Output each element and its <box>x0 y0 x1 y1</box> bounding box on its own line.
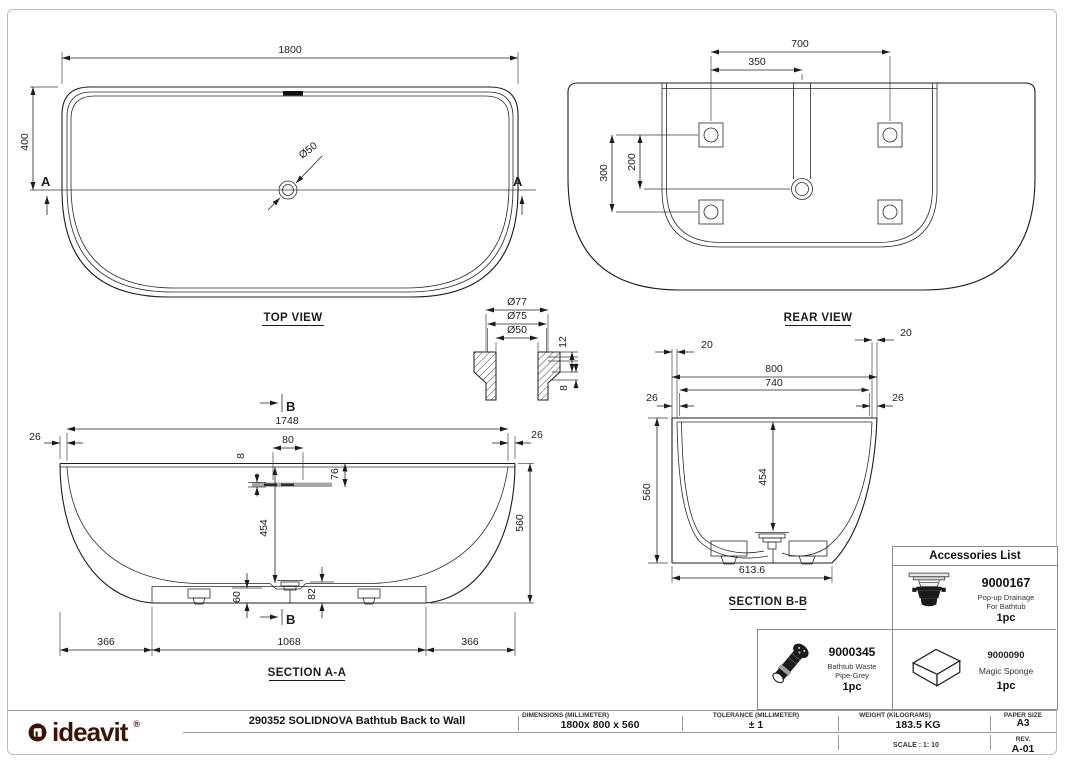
dim-label: 740 <box>765 377 783 389</box>
dim-label: 26 <box>29 431 41 443</box>
accessories-divider <box>892 629 1056 630</box>
titleblock-divider <box>990 735 991 750</box>
dim-label: 8 <box>558 385 570 391</box>
titleblock-divider <box>682 716 683 731</box>
dim-label: Ø50 <box>297 140 320 162</box>
popup-drain-icon <box>908 572 950 607</box>
accessory-code: 9000090 <box>987 650 1025 661</box>
dim-label: 26 <box>646 392 658 404</box>
drain-detail-drawing: Ø77 Ø75 Ø50 12 8 <box>473 296 579 401</box>
dim-label: 80 <box>282 434 294 446</box>
accessory-name: Magic Sponge <box>978 666 1034 676</box>
section-bb-drawing: 20 20 800 740 26 26 <box>641 327 912 610</box>
drain-fitting <box>755 532 789 563</box>
view-title: SECTION A-A <box>268 667 347 679</box>
accessory-code: 9000167 <box>981 576 1031 590</box>
brand-logo: ideavit ® <box>28 717 141 747</box>
logo-mark-icon <box>28 723 47 741</box>
rear-view-drawing: 700 350 300 200 REAR VIEW <box>567 38 1036 326</box>
dimensions-label: DIMENSIONS (MILLIMETER) <box>522 712 610 719</box>
paper-size-label: PAPER SIZE <box>1003 712 1043 719</box>
titleblock-divider <box>838 735 839 750</box>
accessory-code: 9000345 <box>828 645 876 659</box>
accessory-name: For Bathtub <box>986 602 1026 611</box>
dim-label: 613.6 <box>739 564 765 576</box>
dim-label: 1068 <box>277 636 301 648</box>
dim-label: 366 <box>461 636 479 648</box>
dim-label: 26 <box>892 392 904 404</box>
accessory-name: Bathtub Waste <box>827 662 877 671</box>
dim-label: Ø75 <box>507 310 527 322</box>
accessory-name: Pipe-Grey <box>835 671 869 680</box>
mounting-feet <box>698 122 903 225</box>
tolerance-value: ± 1 <box>748 719 764 731</box>
logo-registered-mark: ® <box>133 719 141 729</box>
weight-value: 183.5 KG <box>895 719 941 731</box>
rev-value: A-01 <box>1011 743 1035 755</box>
overflow-notch <box>283 91 303 96</box>
dim-label: 800 <box>765 363 783 375</box>
rev-label: REV. <box>1015 736 1031 743</box>
accessory-qty: 1pc <box>996 612 1016 624</box>
tolerance-label: TOLERANCE (MILLIMETER) <box>712 712 800 719</box>
waste-pipe-icon <box>772 643 809 684</box>
dim-label: 12 <box>557 336 569 348</box>
titleblock-divider <box>518 716 519 731</box>
sponge-icon <box>911 648 962 687</box>
dimensions-value: 1800x 800 x 560 <box>560 719 640 731</box>
dim-label: 366 <box>97 636 115 648</box>
view-title: REAR VIEW <box>784 312 853 324</box>
dim-label: Ø50 <box>507 324 527 336</box>
drawing-title: 290352 SOLIDNOVA Bathtub Back to Wall <box>248 715 466 727</box>
dim-label: 20 <box>701 339 713 351</box>
paper-size-value: A3 <box>1016 718 1030 729</box>
dim-label: 1748 <box>275 415 299 427</box>
dim-label: 400 <box>19 133 31 151</box>
dim-label: Ø77 <box>507 296 527 308</box>
titleblock-mid-line <box>183 732 1056 733</box>
sheet-border <box>7 9 1057 755</box>
dim-label: 300 <box>598 164 610 182</box>
dim-label: 20 <box>900 327 912 339</box>
adjustable-feet <box>710 540 828 565</box>
titleblock-divider <box>838 716 839 731</box>
dim-label: 60 <box>231 591 243 603</box>
dim-label: 26 <box>531 429 543 441</box>
accessory-qty: 1pc <box>996 680 1016 692</box>
top-view-drawing: Ø50 1800 400 A A TOP VIEW <box>19 44 536 326</box>
dim-label: 1800 <box>278 44 302 56</box>
titleblock-top-line <box>8 710 1057 711</box>
dim-label: 200 <box>626 153 638 171</box>
accessory-qty: 1pc <box>842 681 862 693</box>
dim-label: 454 <box>757 468 769 486</box>
dim-label: 700 <box>791 38 809 50</box>
section-marker-a: A <box>41 174 51 189</box>
titleblock-divider <box>990 716 991 731</box>
accessory-name: Pop-up Drainage <box>977 593 1035 602</box>
adjustable-feet <box>187 588 381 605</box>
dim-label: 76 <box>329 468 341 480</box>
view-title: SECTION B-B <box>728 596 807 608</box>
scale-value: SCALE : 1: 10 <box>893 742 939 749</box>
view-title: TOP VIEW <box>263 312 322 324</box>
logo-text: ideavit <box>52 717 128 747</box>
dim-label: 560 <box>641 483 653 501</box>
dim-label: 8 <box>235 453 247 459</box>
dim-label: 454 <box>258 519 270 537</box>
section-aa-drawing: B 1748 26 26 <box>29 394 543 681</box>
dim-label: 350 <box>748 56 766 68</box>
dim-label: 560 <box>514 514 526 532</box>
drain-fitting <box>277 580 303 603</box>
dim-label: 82 <box>306 588 318 600</box>
section-marker-a: A <box>513 174 523 189</box>
section-marker-b: B <box>286 612 295 627</box>
section-marker-b: B <box>286 399 295 414</box>
accessories-title: Accessories List <box>893 547 1057 566</box>
weight-label: WEIGHT (KILOGRAMS) <box>859 712 931 719</box>
